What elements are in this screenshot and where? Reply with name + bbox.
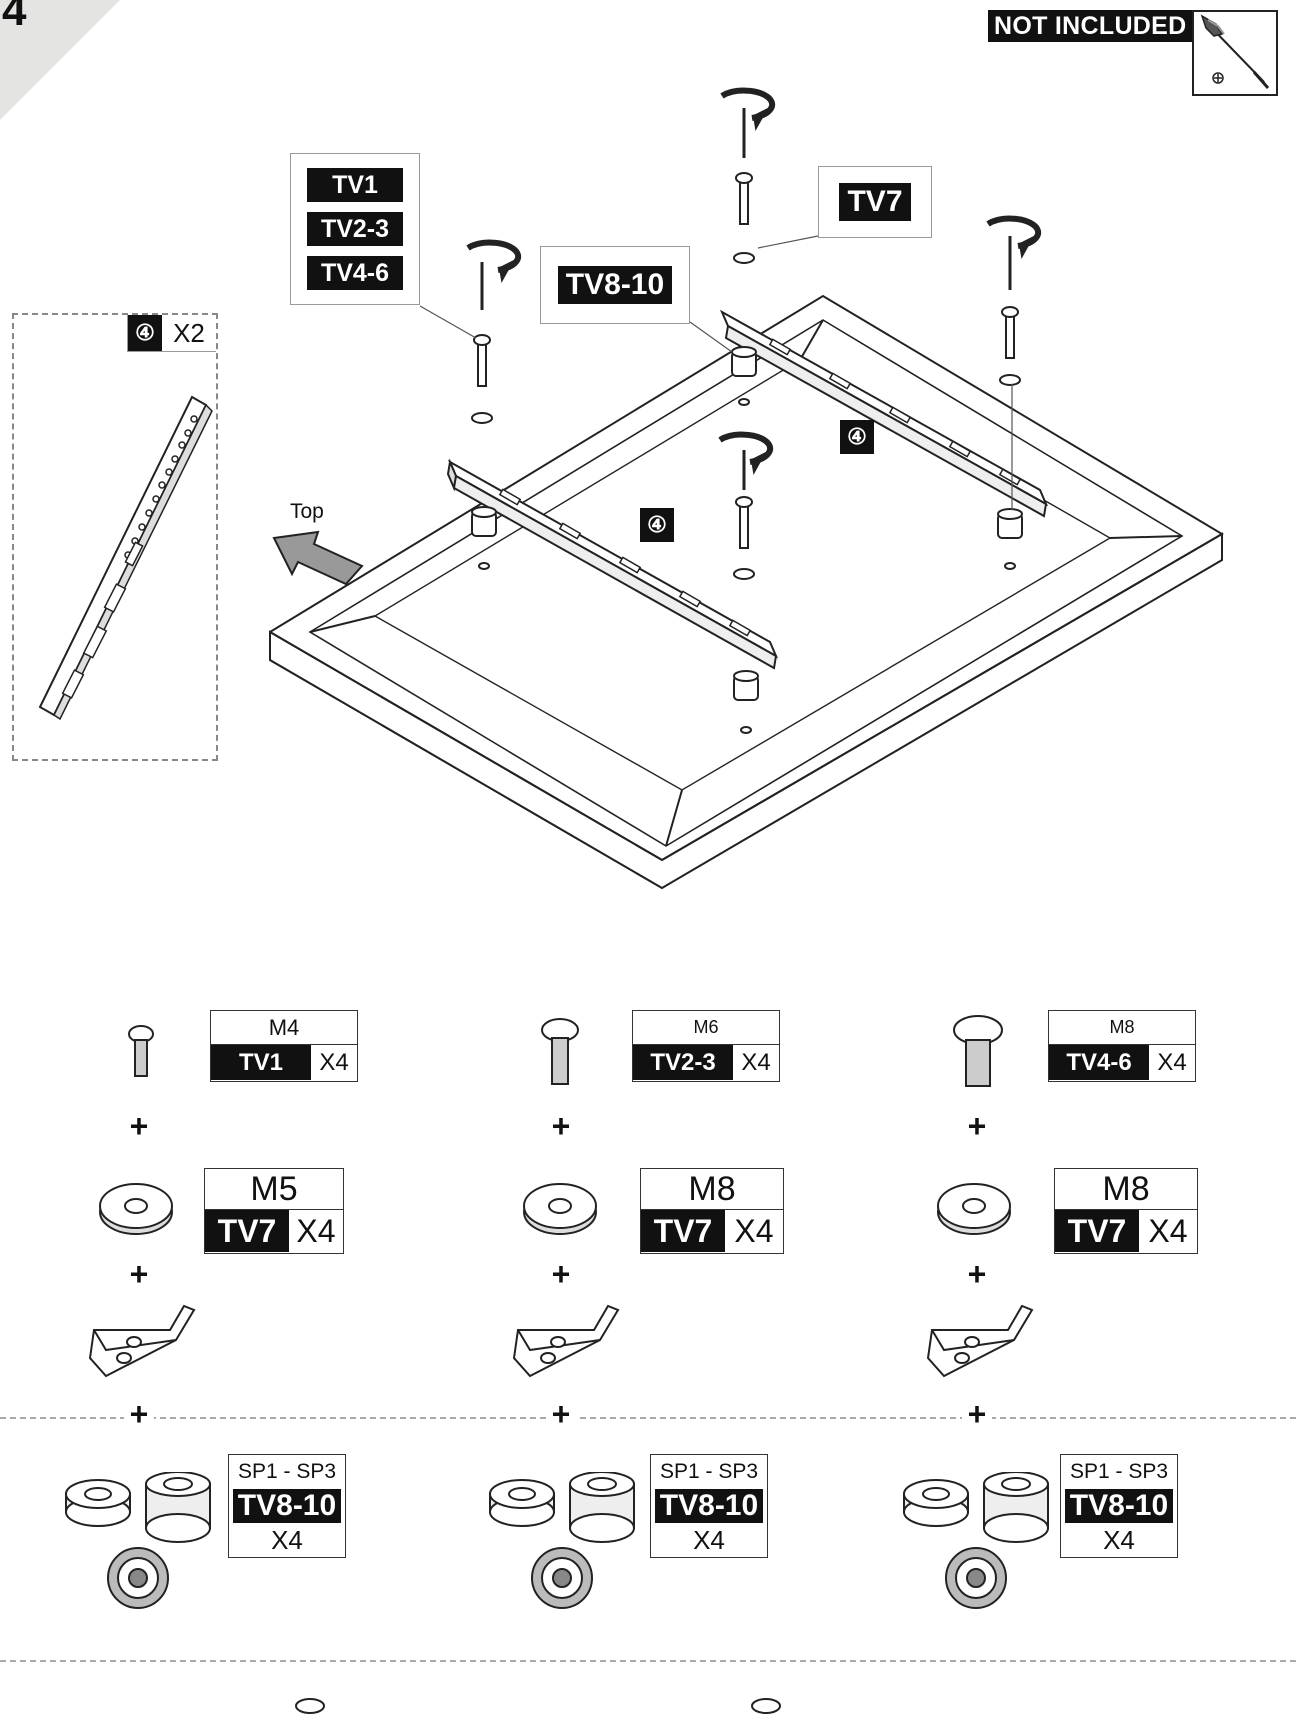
plus-sign: + xyxy=(551,1256,571,1292)
screw-size: M8 xyxy=(1049,1011,1195,1045)
plus-sign: + xyxy=(546,1396,576,1433)
washer-icon xyxy=(99,1183,173,1235)
washer-size: M8 xyxy=(1055,1169,1197,1210)
screw-qty: X4 xyxy=(311,1045,357,1080)
spacer-set-icon xyxy=(903,1472,1049,1609)
section-divider xyxy=(0,1660,1296,1662)
screw-qty: X4 xyxy=(733,1045,779,1080)
tv7-tag: TV7 xyxy=(839,183,911,221)
screw-size: M6 xyxy=(633,1011,779,1045)
washer-icon xyxy=(523,1183,597,1235)
spacer-tv-tag: TV8-10 xyxy=(1065,1489,1173,1523)
mounting-bracket-icon xyxy=(38,395,213,721)
screw-spec-m4: M4 TV1 X4 xyxy=(210,1010,358,1082)
screw-tv-tag: TV4-6 xyxy=(1049,1045,1149,1080)
screw-tv-tag: TV1 xyxy=(211,1045,311,1080)
washer-qty: X4 xyxy=(1139,1210,1197,1252)
screw-size: M4 xyxy=(211,1011,357,1045)
plus-sign: + xyxy=(129,1256,149,1292)
bracket-clip-icon xyxy=(926,1304,1034,1378)
tv-model-tag: TV4-6 xyxy=(307,256,403,290)
washer-tv-tag: TV7 xyxy=(205,1210,289,1252)
phillips-screwdriver-icon xyxy=(1192,10,1279,96)
washer-size: M5 xyxy=(205,1169,343,1210)
top-direction-arrow-icon xyxy=(272,530,364,586)
m6-screw-icon xyxy=(541,1018,579,1085)
part-quantity: X2 xyxy=(162,315,216,351)
washer-tv-tag: TV7 xyxy=(1055,1210,1139,1252)
part-quantity-header: ④ X2 xyxy=(127,315,216,352)
washer-tv-tag: TV7 xyxy=(641,1210,725,1252)
washer-icon xyxy=(751,1698,781,1714)
plus-sign: + xyxy=(967,1256,987,1292)
washer-spec-m8: M8 TV7 X4 xyxy=(1054,1168,1198,1254)
washer-qty: X4 xyxy=(725,1210,783,1252)
washer-icon xyxy=(295,1698,325,1714)
screw-tv-tag: TV2-3 xyxy=(633,1045,733,1080)
tv8-10-callout: TV8-10 xyxy=(540,246,690,324)
screw-spec-m6: M6 TV2-3 X4 xyxy=(632,1010,780,1082)
plus-sign: + xyxy=(962,1396,992,1433)
screw-qty: X4 xyxy=(1149,1045,1195,1080)
section-divider xyxy=(0,1417,1296,1419)
bracket-clip-icon xyxy=(512,1304,620,1378)
spacer-spec: SP1 - SP3 TV8-10 X4 xyxy=(650,1454,768,1558)
plus-sign: + xyxy=(551,1108,571,1144)
spacer-qty: X4 xyxy=(1103,1524,1135,1555)
tv-model-list-callout: TV1 TV2-3 TV4-6 xyxy=(290,153,420,305)
part-number-marker: ④ xyxy=(840,420,874,454)
tv-model-tag: TV1 xyxy=(307,168,403,202)
part-number-badge: ④ xyxy=(128,315,162,351)
washer-spec-m5: M5 TV7 X4 xyxy=(204,1168,344,1254)
not-included-label: NOT INCLUDED xyxy=(988,10,1193,42)
m8-screw-icon xyxy=(953,1015,1003,1087)
tv7-callout: TV7 xyxy=(818,166,932,238)
tv-model-tag: TV2-3 xyxy=(307,212,403,246)
step-corner-decoration xyxy=(0,0,120,120)
washer-size: M8 xyxy=(641,1169,783,1210)
plus-sign: + xyxy=(129,1108,149,1144)
part-number-marker: ④ xyxy=(640,508,674,542)
screw-spec-m8: M8 TV4-6 X4 xyxy=(1048,1010,1196,1082)
spacer-set-icon xyxy=(65,1472,211,1609)
plus-sign: + xyxy=(967,1108,987,1144)
spacer-qty: X4 xyxy=(271,1524,303,1555)
spacer-tv-tag: TV8-10 xyxy=(655,1489,763,1523)
washer-qty: X4 xyxy=(289,1210,343,1252)
spacer-tv-tag: TV8-10 xyxy=(233,1489,341,1523)
top-direction-label: Top xyxy=(290,500,324,523)
mounting-bracket-part-box: ④ X2 xyxy=(12,313,218,761)
step-number: 4 xyxy=(2,0,27,35)
spacer-range: SP1 - SP3 xyxy=(1069,1460,1169,1483)
spacer-spec: SP1 - SP3 TV8-10 X4 xyxy=(228,1454,346,1558)
spacer-range: SP1 - SP3 xyxy=(659,1460,759,1483)
spacer-spec: SP1 - SP3 TV8-10 X4 xyxy=(1060,1454,1178,1558)
washer-spec-m8: M8 TV7 X4 xyxy=(640,1168,784,1254)
washer-icon xyxy=(937,1183,1011,1235)
spacer-set-icon xyxy=(489,1472,635,1609)
spacer-range: SP1 - SP3 xyxy=(237,1460,337,1483)
spacer-qty: X4 xyxy=(693,1524,725,1555)
plus-sign: + xyxy=(124,1396,154,1433)
tv-bracket-assembly-illustration xyxy=(269,87,1224,890)
m4-screw-icon xyxy=(128,1025,154,1077)
tv8-10-tag: TV8-10 xyxy=(557,266,673,304)
bracket-clip-icon xyxy=(88,1304,196,1378)
not-included-panel: NOT INCLUDED xyxy=(988,10,1279,96)
